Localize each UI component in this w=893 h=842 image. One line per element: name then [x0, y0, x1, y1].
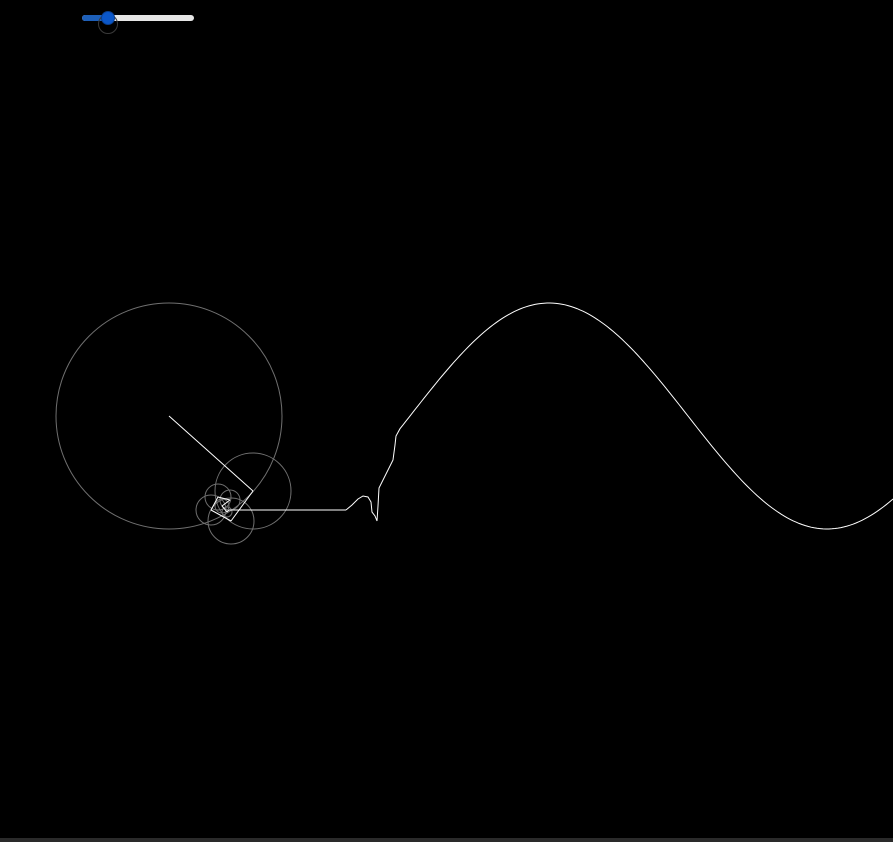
epicycle-circle	[195, 494, 227, 526]
epicycle-radius	[230, 490, 254, 522]
wave-path	[345, 302, 893, 530]
epicycle-radius	[210, 509, 232, 522]
slider-track[interactable]	[82, 15, 194, 21]
bottom-scrollbar[interactable]	[0, 838, 893, 842]
epicycle-circle	[55, 302, 283, 530]
epicycle-circles	[55, 302, 292, 545]
epicycle-circle	[221, 506, 233, 518]
epicycle-radius	[168, 415, 254, 492]
epicycle-radii	[168, 415, 254, 522]
epicycle-radius	[221, 499, 231, 507]
epicycle-radius	[210, 496, 219, 511]
slider-fill	[82, 15, 108, 21]
slider-thumb[interactable]	[102, 12, 114, 24]
terms-slider[interactable]	[82, 10, 194, 34]
epicycle-radius	[226, 509, 230, 513]
epicycle-radius	[221, 505, 228, 513]
epicycle-circle	[204, 483, 232, 511]
epicycle-radius	[217, 496, 231, 501]
